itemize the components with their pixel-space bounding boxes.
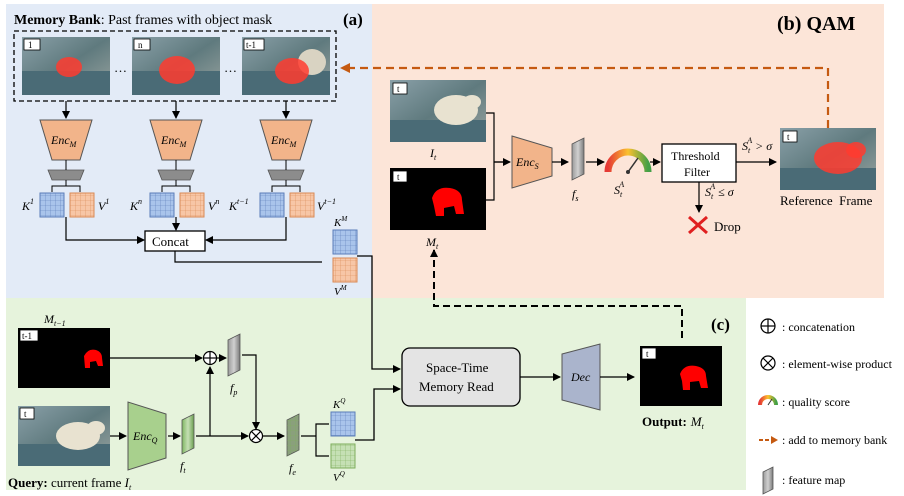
memory-frame-tag: t-1 xyxy=(246,40,256,50)
svg-text:t: t xyxy=(397,84,400,94)
svg-text:Kt−1: Kt−1 xyxy=(228,197,249,213)
svg-text:EncS: EncS xyxy=(515,155,539,171)
output-to-qam-arrow xyxy=(430,249,683,338)
key-value-pair-n: Kn Vn xyxy=(129,192,219,218)
svg-text:t: t xyxy=(646,349,649,359)
query-ft-label: ft xyxy=(180,459,186,475)
query-caption: Query: current frame It xyxy=(8,475,132,492)
qam-encoder: EncS xyxy=(511,135,553,189)
legend-arrow-icon xyxy=(759,436,778,444)
threshold-filter-box xyxy=(661,143,737,183)
legend-concat-icon xyxy=(760,318,776,334)
key-value-pair-t-1: Kt−1 Vt−1 xyxy=(228,192,336,218)
query-ft-featuremap xyxy=(181,413,195,455)
svg-text:Vn: Vn xyxy=(208,197,219,213)
drop-x-icon xyxy=(688,215,708,235)
output-mask: t xyxy=(640,346,722,406)
svg-text:KM: KM xyxy=(333,215,348,229)
product-icon xyxy=(248,428,264,444)
qam-input-frame: t xyxy=(390,80,486,142)
legend: : concatenation : element-wise product :… xyxy=(758,318,893,495)
reference-frame: t xyxy=(780,128,876,190)
space-time-memory-read-box xyxy=(401,347,521,407)
panel-c-background xyxy=(6,298,746,490)
query-fp-label: fp xyxy=(230,381,237,397)
memory-frames-box xyxy=(13,30,337,102)
svg-text:EncM: EncM xyxy=(270,133,298,149)
legend-quality-text: : quality score xyxy=(782,395,850,409)
key-value-pair-1: K1 V1 xyxy=(21,192,109,218)
svg-text:Kn: Kn xyxy=(129,197,142,213)
query-mask-tag: t-1 xyxy=(22,331,32,341)
quality-icon xyxy=(604,148,652,174)
query-fe-featuremap xyxy=(286,413,300,457)
query-fp-featuremap xyxy=(227,333,241,377)
legend-concat-text: : concatenation xyxy=(782,320,855,334)
memory-frame-tag: 1 xyxy=(28,40,33,50)
svg-text:VQ: VQ xyxy=(333,470,345,484)
threshold-label-1: Threshold xyxy=(671,149,720,163)
featuremap-icon xyxy=(47,169,305,181)
qam-it-label: It xyxy=(429,146,437,162)
memory-encoder-t-1: EncM xyxy=(259,119,313,161)
ellipsis-2: … xyxy=(224,60,237,75)
memory-frame-tag: n xyxy=(138,40,143,50)
memory-encoder-n: EncM xyxy=(149,119,203,161)
concat-icon xyxy=(202,350,218,366)
query-fe-label: fe xyxy=(289,461,296,477)
legend-quality-icon xyxy=(758,395,778,406)
stm-label-2: Memory Read xyxy=(419,379,494,394)
legend-featuremap-icon xyxy=(762,466,774,495)
svg-text:EncM: EncM xyxy=(50,133,78,149)
svg-text:t: t xyxy=(787,132,790,142)
svg-text:Vt−1: Vt−1 xyxy=(317,197,336,213)
qam-input-mask: t xyxy=(390,168,486,230)
svg-text:K1: K1 xyxy=(21,197,34,213)
svg-text:t: t xyxy=(397,172,400,182)
condition-below: StA ≤ σ xyxy=(705,182,735,201)
legend-arrow-text: : add to memory bank xyxy=(782,433,887,447)
qam-fs-label: fs xyxy=(572,187,578,203)
add-to-memory-arrow xyxy=(340,63,830,128)
svg-text:KQ: KQ xyxy=(332,397,345,411)
svg-text:V1: V1 xyxy=(98,197,109,213)
legend-product-icon xyxy=(760,355,776,371)
reference-frame-label: Reference Frame xyxy=(780,193,873,208)
svg-text:Dec: Dec xyxy=(570,370,591,384)
memory-encoder-1: EncM xyxy=(39,119,93,161)
memory-frame-t-1: t-1 xyxy=(242,37,330,95)
output-label: Output:Mt xyxy=(642,414,705,431)
legend-product-text: : element-wise product xyxy=(782,357,893,371)
panel-b-label: (b) QAM xyxy=(777,13,855,35)
svg-text:EncQ: EncQ xyxy=(132,429,158,445)
condition-above: StA > σ xyxy=(742,136,773,155)
panel-a-label: (a) xyxy=(343,10,363,29)
concat-label: Concat xyxy=(152,234,189,249)
svg-text:t: t xyxy=(24,409,27,419)
qam-mt-label: Mt xyxy=(425,235,439,251)
query-mask-label: Mt−1 xyxy=(43,312,66,328)
decoder: Dec xyxy=(561,343,601,411)
threshold-label-2: Filter xyxy=(684,165,710,179)
quality-score-label: StA xyxy=(614,180,624,199)
svg-text:VM: VM xyxy=(334,284,348,298)
memory-key-value: KM VM xyxy=(332,215,358,298)
query-frame: t xyxy=(18,406,110,466)
query-prev-mask: t-1 xyxy=(18,328,110,388)
memory-frame-1: 1 xyxy=(22,37,110,95)
memory-bank-title: Memory Bank: Past frames with object mas… xyxy=(14,13,272,28)
stm-label-1: Space-Time xyxy=(426,360,489,375)
svg-text:EncM: EncM xyxy=(160,133,188,149)
query-key-value: KQ VQ xyxy=(330,397,356,484)
legend-featuremap-text: : feature map xyxy=(782,473,845,487)
panel-c-label: (c) xyxy=(711,315,730,334)
query-encoder: EncQ xyxy=(127,401,167,471)
qam-feature-map xyxy=(571,137,585,181)
ellipsis-1: … xyxy=(114,60,127,75)
memory-frame-n: n xyxy=(132,37,220,95)
drop-label: Drop xyxy=(714,219,741,234)
